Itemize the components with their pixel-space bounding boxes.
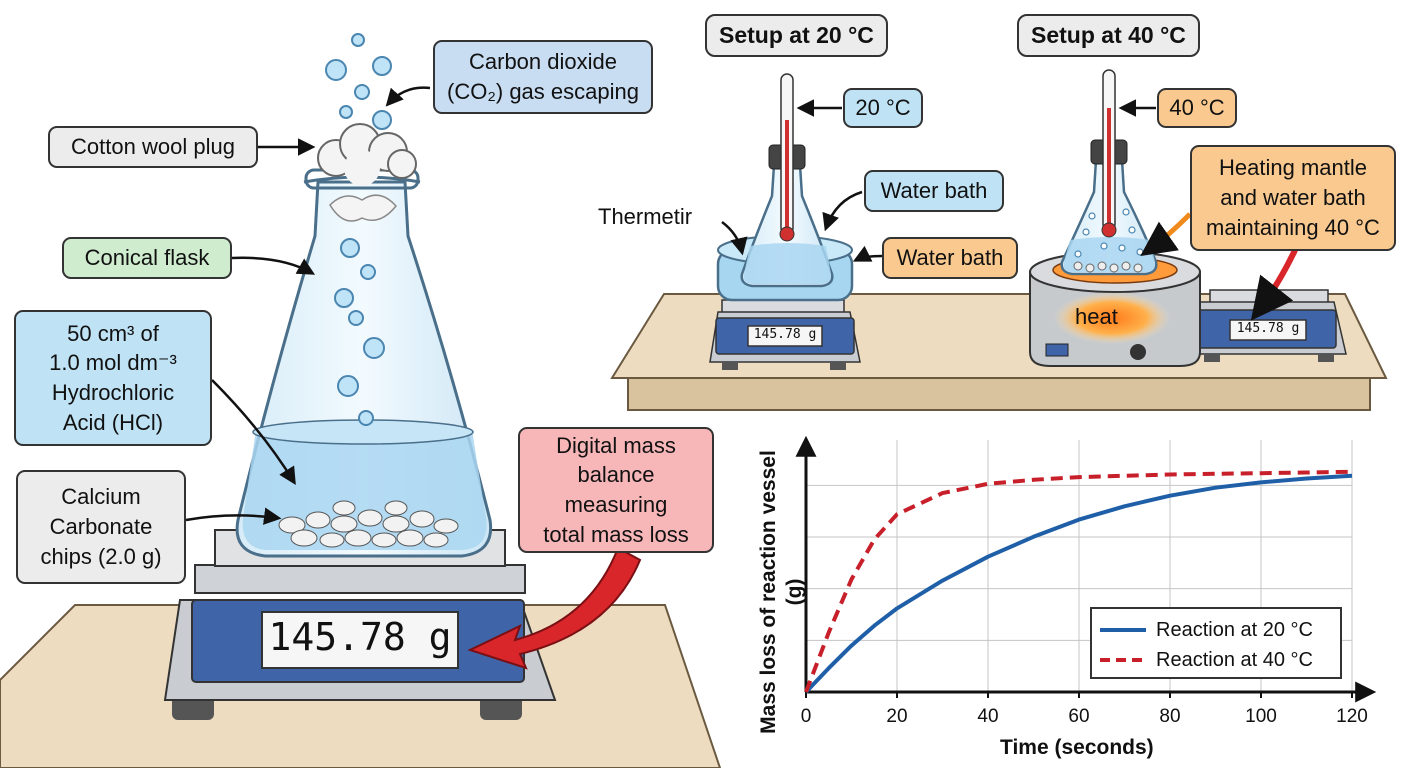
- chart-x-tick-label: 20: [886, 706, 907, 727]
- balance-label-line: total mass loss: [543, 521, 689, 547]
- thermometer-20: [779, 73, 795, 242]
- gas-bubbles: [325, 33, 392, 426]
- temp-20-label-text: 20 °C: [855, 95, 911, 121]
- left-pointer-arrows: [185, 86, 431, 525]
- balance-label-line: measuring: [564, 492, 668, 517]
- hcl-label-line: Acid (HCl): [62, 409, 164, 435]
- chart-grid: [806, 440, 1353, 692]
- hcl-label-line: Hydrochloric: [51, 380, 175, 405]
- heat-label: heat: [1075, 304, 1118, 329]
- red-arrow-main-balance: [467, 546, 642, 670]
- right-pointer-arrows: [721, 99, 1156, 262]
- hcl-label: 50 cm³ of 1.0 mol dm⁻³ Hydrochloric Acid…: [14, 310, 212, 446]
- series-line-20: [804, 473, 1353, 694]
- heating-label-line: and water bath: [1220, 185, 1366, 211]
- chart-x-tick-label: 40: [977, 706, 998, 727]
- caco3-label: Calcium Carbonate chips (2.0 g): [16, 470, 186, 584]
- cotton-wool-label-text: Cotton wool plug: [71, 134, 235, 160]
- setup-20-title: Setup at 20 °C: [705, 14, 888, 57]
- balance-label-line: balance: [577, 462, 655, 488]
- heating-label-line: Heating mantle: [1219, 155, 1367, 181]
- balance-label-line: Digital mass: [556, 432, 676, 458]
- setup-40-title: Setup at 40 °C: [1017, 14, 1200, 57]
- chart-x-tick-label: 80: [1159, 706, 1180, 727]
- conical-flask-label-text: Conical flask: [84, 245, 210, 271]
- hcl-label-line: 50 cm³ of: [67, 320, 159, 346]
- chart-legend: Reaction at 20 °C Reaction at 40 °C: [1090, 607, 1342, 679]
- main-flask: [235, 168, 493, 558]
- co2-gas-label-line: Carbon dioxide: [469, 49, 617, 75]
- legend-item-20: Reaction at 20 °C: [1100, 617, 1313, 643]
- legend-label-20: Reaction at 20 °C: [1156, 618, 1313, 641]
- co2-gas-label: Carbon dioxide (CO₂) gas escaping: [433, 40, 653, 114]
- chart-x-tick-label: 120: [1336, 706, 1368, 727]
- temp-20-label: 20 °C: [843, 88, 923, 128]
- chart-x-axis-title: Time (seconds): [1000, 736, 1154, 759]
- cotton-wool-plug: [317, 123, 417, 222]
- red-arrow-small-balance: [1250, 246, 1299, 321]
- conical-flask-label: Conical flask: [62, 237, 232, 279]
- small-balance-left: [709, 299, 861, 370]
- chart-x-tick-label: 0: [801, 706, 812, 727]
- temp-40-label-text: 40 °C: [1169, 95, 1225, 121]
- mass-loss-chart: 0 20 40 60 80 100 120: [795, 435, 1377, 727]
- water-bath-label-bottom: Water bath: [882, 237, 1018, 279]
- thermometer-40: [1101, 69, 1117, 238]
- caco3-label-line: Calcium: [61, 484, 141, 510]
- thermometer-label: Thermetir: [598, 204, 693, 229]
- legend-line-20-icon: [1100, 628, 1146, 632]
- orange-arrow-heating: [1140, 212, 1192, 257]
- cotton-wool-label: Cotton wool plug: [48, 126, 258, 168]
- calcium-carbonate-chips: [278, 500, 459, 548]
- balance-label: Digital mass balance measuring total mas…: [518, 427, 714, 553]
- caco3-label-line: Carbonate: [49, 514, 153, 540]
- chart-x-tick-label: 60: [1068, 706, 1089, 727]
- water-bath-label-top: Water bath: [864, 170, 1004, 212]
- water-bath-label-top-text: Water bath: [880, 178, 988, 204]
- temp-40-label: 40 °C: [1157, 88, 1237, 128]
- water-bath-label-bottom-text: Water bath: [896, 245, 1004, 271]
- chart-y-axis-title: Mass loss of reaction vessel (g): [757, 450, 806, 734]
- caco3-label-line: chips (2.0 g): [40, 543, 162, 569]
- left-balance-readout: 145.78 g: [753, 327, 817, 342]
- hcl-label-line: 1.0 mol dm⁻³: [49, 350, 177, 376]
- legend-line-40-icon: [1100, 658, 1146, 662]
- series-line-40: [804, 469, 1353, 693]
- chart-x-tick-label: 100: [1245, 706, 1277, 727]
- co2-gas-label-line: (CO₂) gas escaping: [447, 79, 639, 104]
- legend-label-40: Reaction at 40 °C: [1156, 648, 1313, 671]
- heating-label-line: maintaining 40 °C: [1206, 214, 1380, 240]
- legend-item-40: Reaction at 40 °C: [1100, 647, 1313, 673]
- main-balance-readout: 145.78 g: [268, 615, 452, 659]
- right-balance-readout: 145.78 g: [1236, 321, 1300, 336]
- heating-mantle-label: Heating mantle and water bath maintainin…: [1190, 145, 1396, 251]
